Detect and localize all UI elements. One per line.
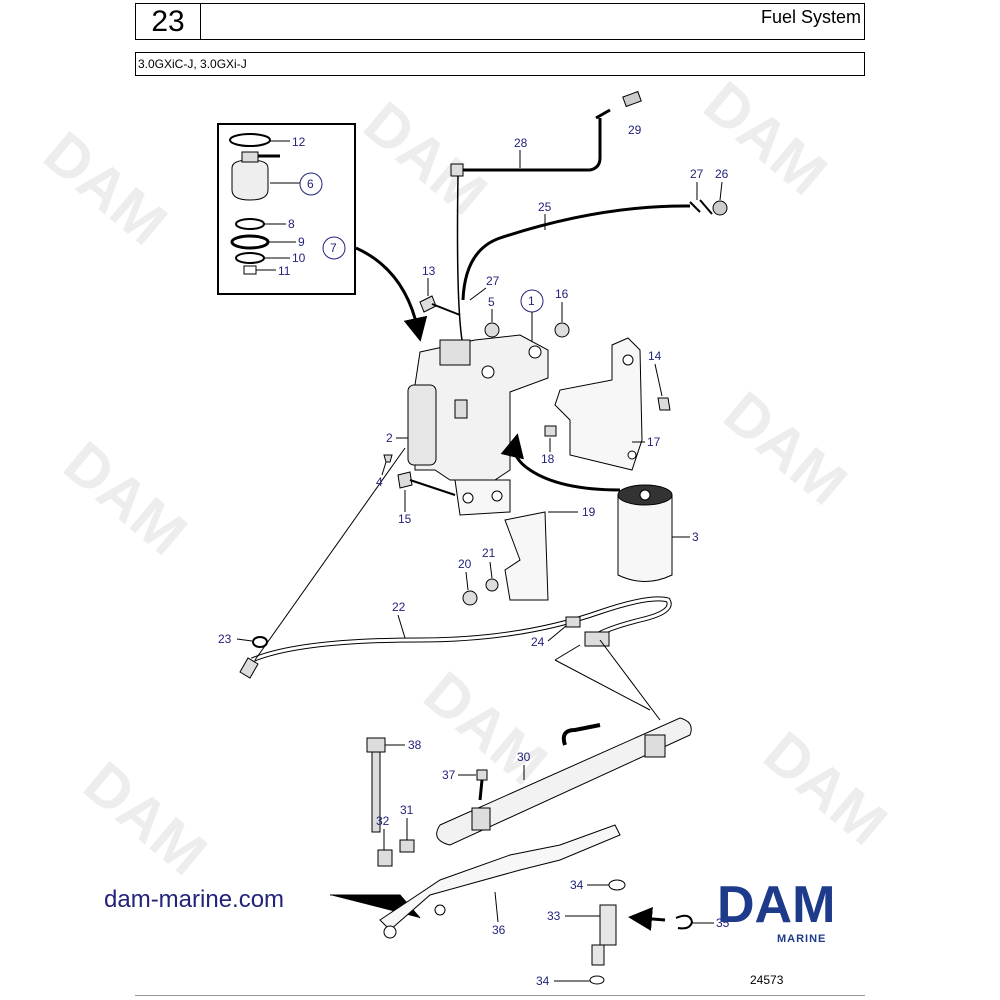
watermark: DAM <box>692 69 840 208</box>
callout-36: 36 <box>492 923 506 937</box>
callout-11: 11 <box>278 264 291 278</box>
callout-13: 13 <box>422 264 436 278</box>
callout-17: 17 <box>647 435 661 449</box>
callout-1: 1 <box>528 294 535 308</box>
dam-logo: DAM <box>717 878 835 934</box>
bracket-17 <box>554 337 643 471</box>
callout-25: 25 <box>538 200 552 214</box>
fuel-filter-3 <box>617 484 673 582</box>
callout-9: 9 <box>298 235 305 249</box>
callout-27-top: 27 <box>690 167 704 181</box>
callout-34-top: 34 <box>570 878 584 892</box>
callout-16: 16 <box>555 287 569 301</box>
inset-arrow <box>355 246 428 342</box>
bottom-rule <box>135 995 865 996</box>
section-title-box: Fuel System <box>200 3 865 40</box>
bracket-36 <box>379 824 621 939</box>
callout-21: 21 <box>482 546 496 560</box>
callout-3: 3 <box>692 530 699 544</box>
callout-37: 37 <box>442 768 456 782</box>
brand-sub: MARINE <box>777 933 827 945</box>
callout-28: 28 <box>514 136 528 150</box>
callout-33: 33 <box>547 909 561 923</box>
callout-12: 12 <box>292 135 306 149</box>
watermark: DAM <box>72 749 220 888</box>
callout-26: 26 <box>715 167 729 181</box>
callout-24: 24 <box>531 635 545 649</box>
model-line: 3.0GXiC-J, 3.0GXi-J <box>135 52 865 76</box>
callout-22: 22 <box>392 600 406 614</box>
callout-5: 5 <box>488 295 495 309</box>
return-lines <box>450 90 728 341</box>
bracket-19 <box>462 511 549 606</box>
callout-10: 10 <box>292 251 306 265</box>
section-number: 23 <box>135 3 201 40</box>
brand-name: DAM <box>717 878 835 934</box>
injector-33 <box>589 879 694 985</box>
hardware <box>383 295 671 496</box>
callout-34-bottom: 34 <box>536 974 550 988</box>
watermark: DAM <box>752 719 900 858</box>
watermark: DAM <box>52 429 200 568</box>
filter-arrow <box>500 433 621 492</box>
section-title: Fuel System <box>760 7 861 27</box>
callout-31: 31 <box>400 803 414 817</box>
callout-2: 2 <box>386 431 393 445</box>
fuel-pump-assembly <box>407 334 549 516</box>
callout-30: 30 <box>517 750 531 764</box>
callouts: 12 6 8 9 7 10 11 28 29 27 26 25 13 27 5 … <box>218 123 730 988</box>
fasteners <box>366 737 488 867</box>
callout-19: 19 <box>582 505 596 519</box>
callout-14: 14 <box>648 349 662 363</box>
callout-29: 29 <box>628 123 642 137</box>
callout-15: 15 <box>398 512 412 526</box>
fuel-rail-30 <box>436 717 692 846</box>
callout-18: 18 <box>541 452 555 466</box>
watermark: DAM <box>712 379 860 518</box>
callout-6: 6 <box>307 177 314 191</box>
callout-32: 32 <box>376 814 390 828</box>
callout-23: 23 <box>218 632 232 646</box>
callout-35: 35 <box>716 916 730 930</box>
callout-38: 38 <box>408 738 422 752</box>
callout-27-mid: 27 <box>486 274 500 288</box>
watermark: DAM <box>352 89 500 228</box>
inset-regulator <box>217 123 356 295</box>
callout-20: 20 <box>458 557 472 571</box>
illustration-number: 24573 <box>750 973 784 987</box>
fuel-line-22 <box>239 596 672 679</box>
callout-7: 7 <box>330 241 337 255</box>
watermark: DAM <box>32 119 180 258</box>
callout-4: 4 <box>376 475 383 489</box>
website-link[interactable]: dam-marine.com <box>104 886 285 913</box>
callout-8: 8 <box>288 217 295 231</box>
